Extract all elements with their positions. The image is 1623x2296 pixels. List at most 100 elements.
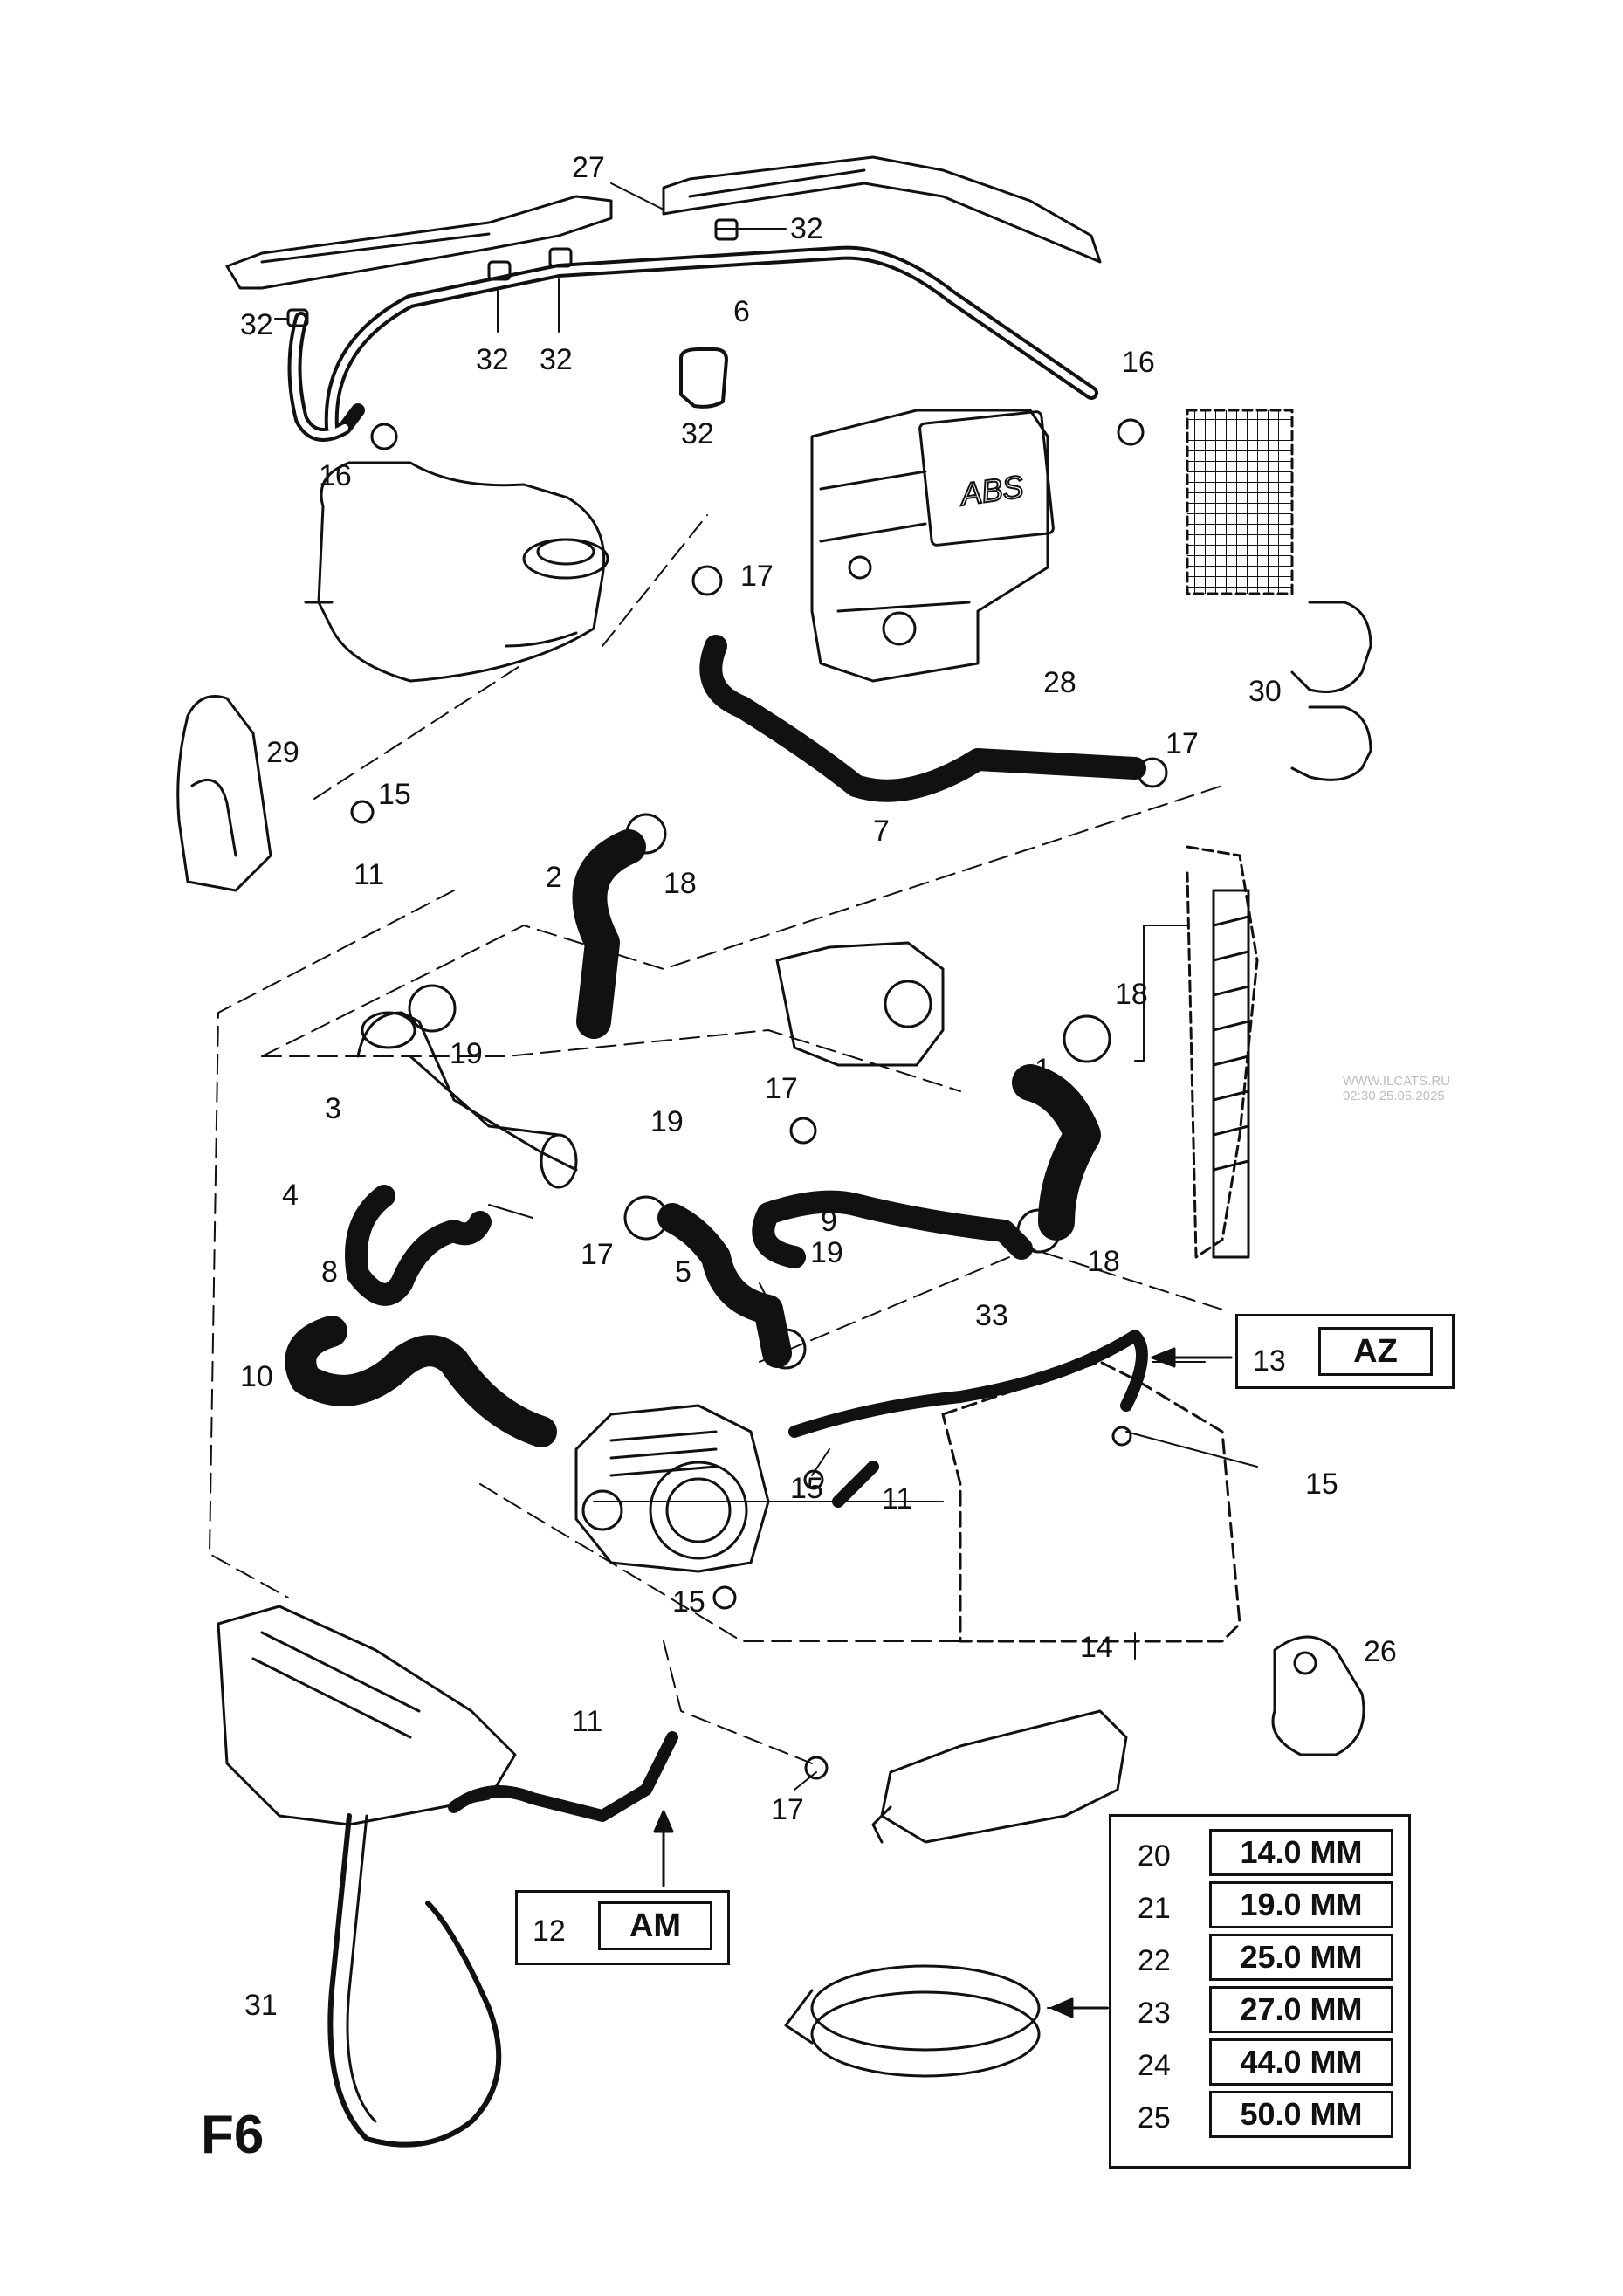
callout-19: 19	[650, 1105, 684, 1138]
callout-32: 32	[540, 343, 573, 376]
hose-10	[285, 1316, 557, 1447]
callout-28: 28	[1043, 666, 1076, 699]
abs-unit	[810, 409, 1055, 683]
size-value[interactable]: 27.0 MM	[1209, 1986, 1393, 2033]
callout-16: 16	[1122, 346, 1155, 379]
hose-6	[287, 245, 1098, 442]
callout-2: 2	[546, 861, 562, 894]
size-ref: 24	[1138, 2049, 1171, 2082]
lower-chassis	[217, 1605, 678, 1826]
arrow-to-az	[1151, 1347, 1233, 1368]
timing-cover	[941, 1360, 1241, 1643]
abs-lettering: ABS	[957, 468, 1026, 512]
callout-3: 3	[325, 1092, 341, 1125]
radiator	[1186, 409, 1294, 1259]
size-value[interactable]: 44.0 MM	[1209, 2038, 1393, 2086]
size-value[interactable]: 50.0 MM	[1209, 2091, 1393, 2138]
hose-clamp	[784, 1964, 1041, 2078]
arrow-to-am	[653, 1810, 674, 1887]
callout-18: 18	[664, 867, 697, 900]
callout-17: 17	[740, 560, 774, 593]
oil-cooler	[871, 1709, 1128, 1844]
hose-8	[345, 1185, 492, 1306]
callout-7: 7	[873, 815, 890, 848]
callout-32: 32	[240, 308, 273, 341]
thermostat-housing	[775, 941, 945, 1067]
callout-19: 19	[810, 1236, 843, 1269]
size-value[interactable]: 19.0 MM	[1209, 1881, 1393, 1928]
am-reference-badge[interactable]: AM	[598, 1901, 712, 1950]
table-row: 24 44.0 MM	[1111, 2033, 1408, 2086]
callout-13-box: 13	[1253, 1344, 1286, 1378]
sheet-code: F6	[201, 2105, 265, 2165]
clip-29	[176, 695, 272, 892]
callout-8: 8	[321, 1255, 338, 1289]
expansion-tank	[304, 461, 609, 683]
watermark-timestamp: 02:30 25.05.2025	[1343, 1089, 1445, 1103]
table-row: 20 14.0 MM	[1111, 1824, 1408, 1876]
callout-29: 29	[266, 736, 299, 769]
callout-31: 31	[244, 1989, 278, 2022]
callout-30: 30	[1248, 675, 1282, 708]
table-row: 22 25.0 MM	[1111, 1928, 1408, 1981]
callout-1: 1	[1035, 1053, 1051, 1086]
callout-18: 18	[1087, 1245, 1120, 1278]
callout-4: 4	[282, 1179, 299, 1212]
callout-33: 33	[975, 1299, 1008, 1332]
pipe-3	[356, 1011, 578, 1189]
grommet-32-parts	[286, 218, 739, 409]
callout-15: 15	[378, 778, 411, 811]
callout-32: 32	[790, 212, 823, 245]
hose-5	[657, 1203, 792, 1368]
size-ref: 20	[1138, 1839, 1171, 1873]
table-row: 21 19.0 MM	[1111, 1876, 1408, 1928]
hose-7	[699, 635, 1146, 802]
table-row: 25 50.0 MM	[1111, 2086, 1408, 2138]
size-ref: 22	[1138, 1944, 1171, 1977]
callout-15: 15	[672, 1585, 705, 1619]
az-reference-badge[interactable]: AZ	[1318, 1327, 1433, 1376]
callout-15: 15	[790, 1472, 823, 1505]
watermark: WWW.ILCATS.RU 02:30 25.05.2025	[1343, 1074, 1450, 1103]
callout-17: 17	[771, 1793, 804, 1826]
cable-tie-31	[327, 1813, 502, 2148]
hose-11	[788, 1330, 1148, 1438]
callout-16: 16	[319, 459, 352, 492]
callout-17: 17	[1166, 727, 1199, 760]
callout-11: 11	[354, 858, 385, 891]
callout-11: 11	[572, 1705, 603, 1738]
assembly-lines	[209, 514, 1223, 1764]
small-clamps	[350, 418, 1168, 1780]
top-bracket	[225, 155, 1102, 290]
callout-32: 32	[476, 343, 509, 376]
size-ref: 21	[1138, 1892, 1171, 1925]
callout-15: 15	[1305, 1468, 1338, 1501]
callout-27: 27	[572, 151, 605, 184]
hose-1	[1012, 1064, 1101, 1241]
size-value[interactable]: 25.0 MM	[1209, 1934, 1393, 1981]
arrow-to-clamp	[1050, 1997, 1109, 2018]
callout-32: 32	[681, 417, 714, 450]
clip-30	[1290, 601, 1372, 781]
hose-2	[572, 829, 646, 1039]
hose-9	[752, 1190, 1033, 1268]
callout-17: 17	[581, 1238, 614, 1271]
callout-18: 18	[1115, 978, 1148, 1011]
throttle-body	[574, 1404, 770, 1573]
callout-17: 17	[765, 1072, 798, 1105]
callout-6: 6	[733, 295, 750, 328]
callout-14: 14	[1080, 1631, 1113, 1664]
size-ref: 23	[1138, 1997, 1171, 2030]
clip-26	[1271, 1635, 1365, 1756]
clamp-size-table: 20 14.0 MM 21 19.0 MM 22 25.0 MM 23 27.0…	[1109, 1814, 1411, 2169]
watermark-site: WWW.ILCATS.RU	[1343, 1074, 1451, 1089]
callout-5: 5	[675, 1255, 691, 1289]
size-value[interactable]: 14.0 MM	[1209, 1829, 1393, 1876]
callout-10: 10	[240, 1360, 273, 1393]
size-ref: 25	[1138, 2101, 1171, 2134]
callout-9: 9	[821, 1205, 837, 1238]
callout-19: 19	[450, 1037, 483, 1070]
callout-26: 26	[1364, 1635, 1397, 1668]
callout-11: 11	[882, 1482, 913, 1516]
